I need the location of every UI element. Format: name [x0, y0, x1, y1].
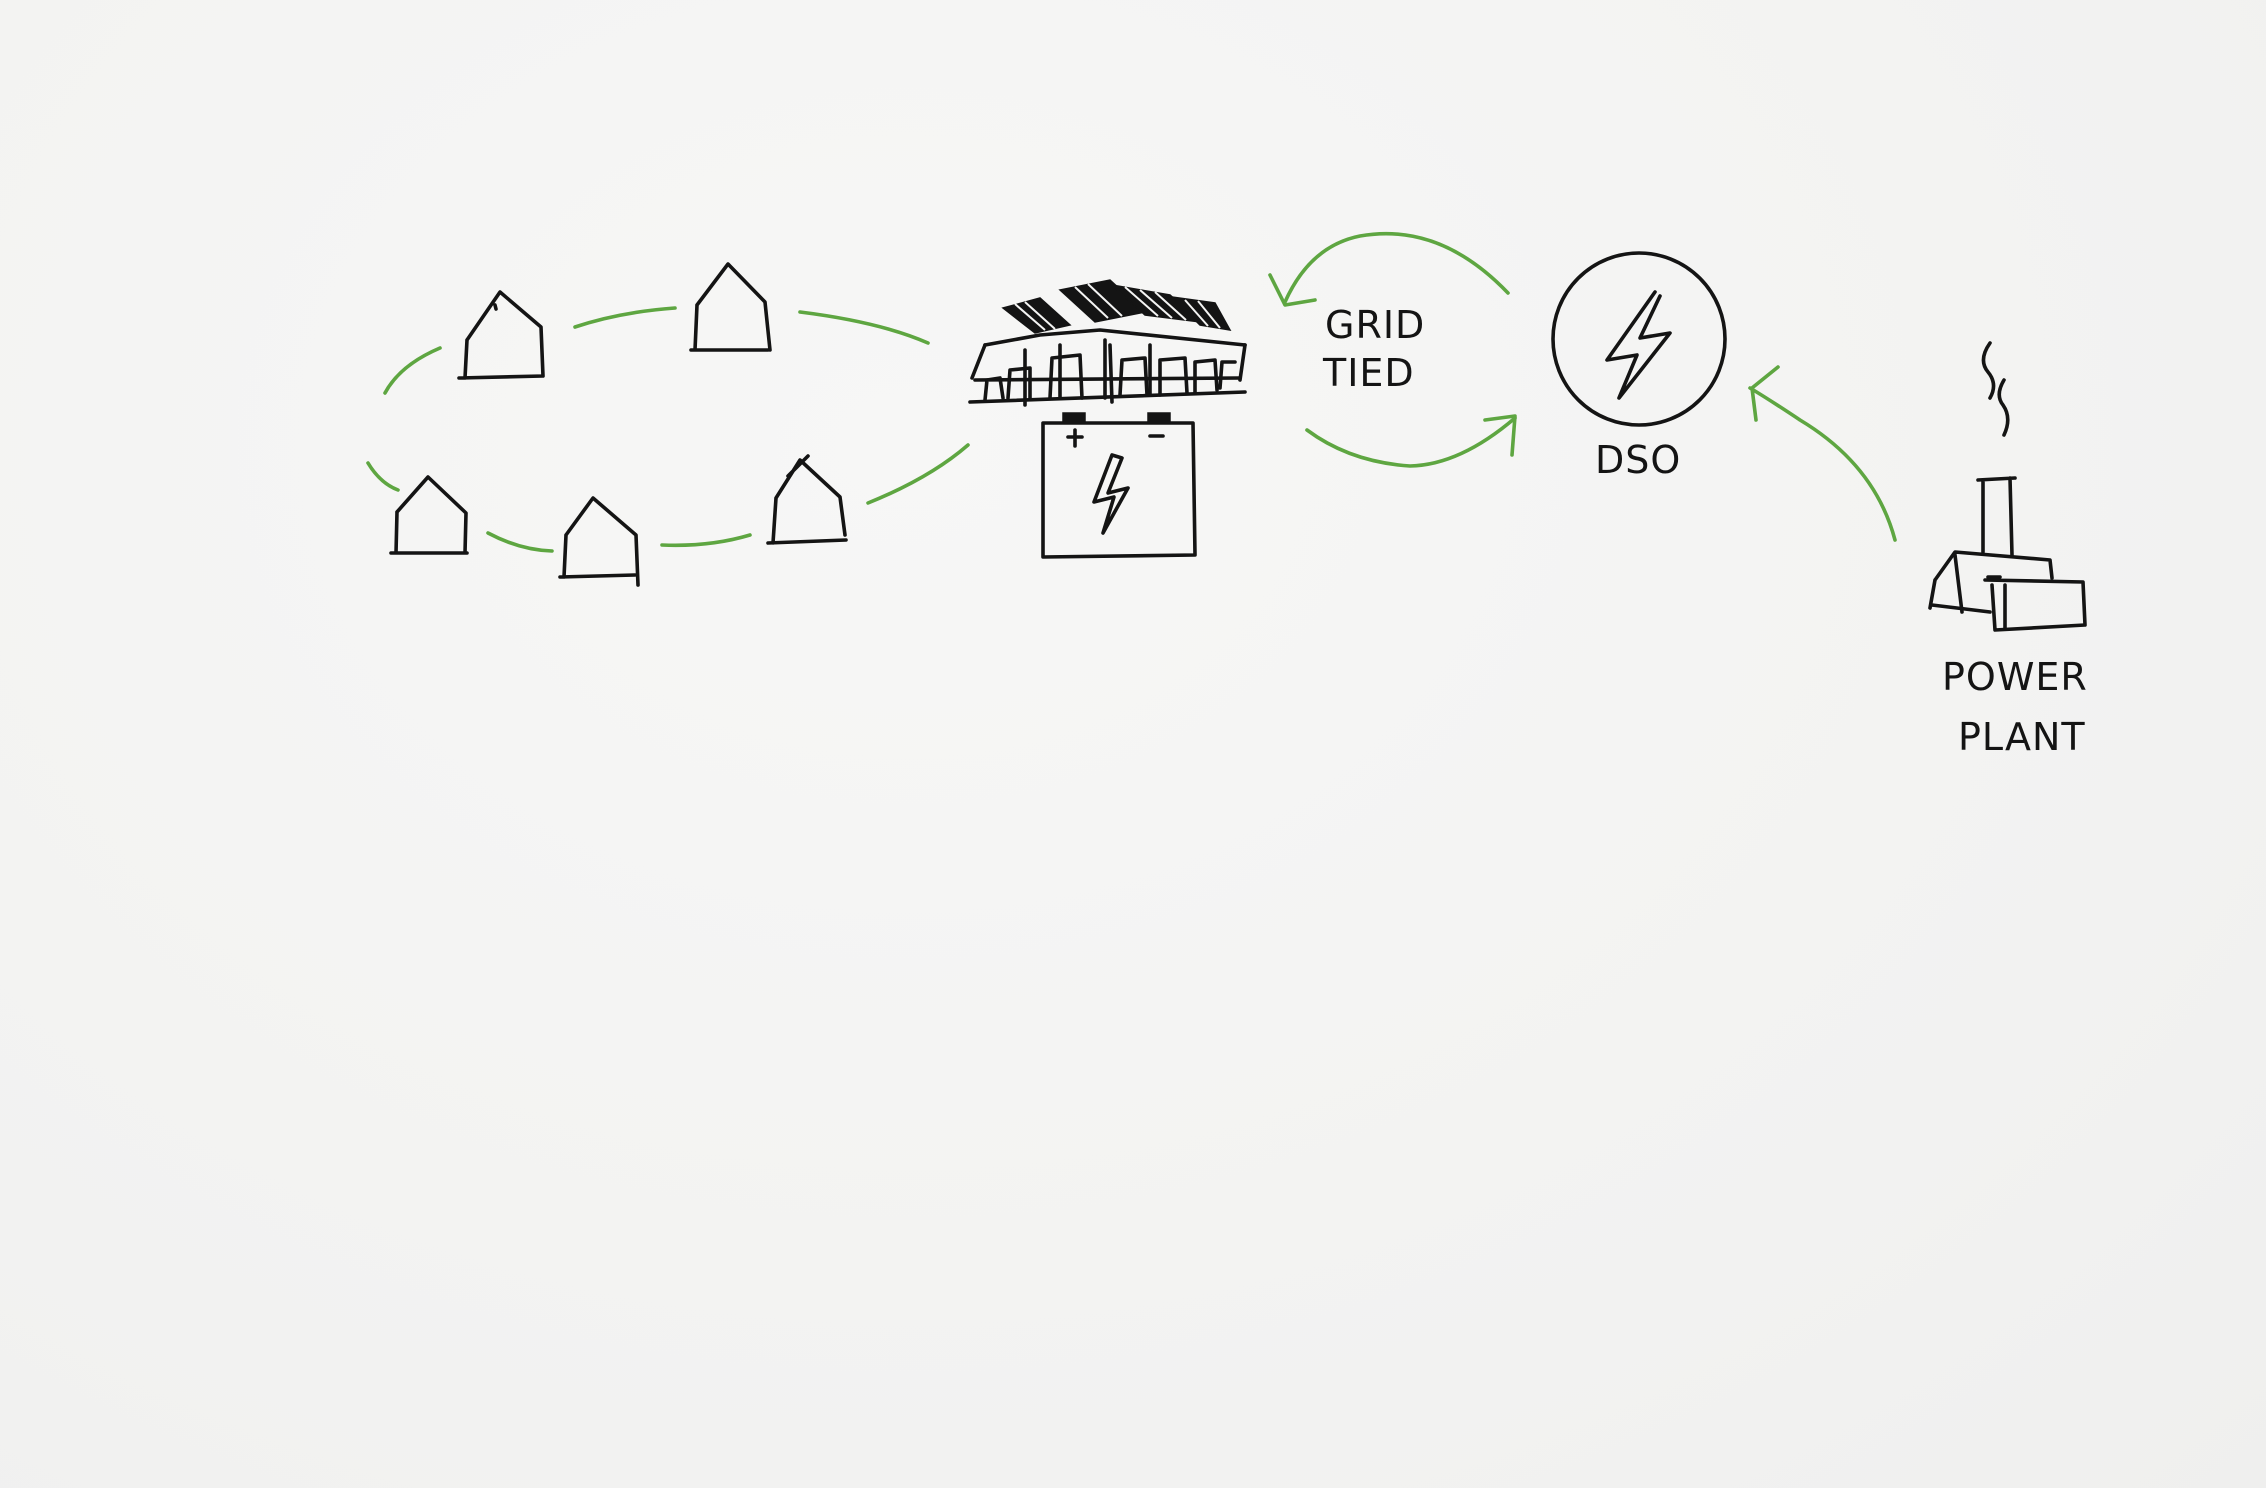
smoke-icon	[1981, 341, 2010, 437]
battery-terminal-negative	[1147, 412, 1171, 424]
community-loop	[366, 306, 970, 553]
power-plant-label-line2: PLANT	[1958, 715, 2086, 759]
dso-label: DSO	[1595, 438, 1681, 482]
solar-panels	[1001, 279, 1232, 334]
house-icon	[766, 454, 848, 545]
plus-sign	[1066, 428, 1084, 448]
loop-segment	[660, 533, 752, 548]
arrow-to-dso	[1305, 416, 1517, 468]
house-icon	[689, 262, 772, 352]
house-icon	[558, 496, 640, 587]
power-plant-label-line1: POWER	[1942, 655, 2088, 699]
loop-segment	[366, 461, 400, 492]
loop-segment	[486, 531, 554, 553]
loop-segment	[866, 443, 970, 505]
grid-tied-label-line2: TIED	[1322, 351, 1415, 395]
power-plant-arrow	[1748, 365, 1897, 542]
battery-icon	[1041, 412, 1197, 559]
loop-segment	[573, 306, 677, 329]
battery-terminal-positive	[1062, 412, 1086, 424]
solar-building-icon	[968, 279, 1247, 407]
lightning-bolt-icon	[1605, 290, 1672, 400]
arrow-head	[1483, 414, 1517, 457]
arrow-to-community	[1283, 231, 1510, 304]
power-plant-icon	[1928, 341, 2087, 632]
lightning-bolt-icon	[1092, 453, 1130, 535]
dso-icon	[1551, 251, 1727, 427]
grid-tied-label-line1: GRID	[1325, 303, 1425, 347]
house-icon	[389, 475, 469, 555]
loop-segment	[383, 346, 442, 395]
house-icon	[457, 290, 545, 380]
grid-tied-arrows	[1268, 231, 1517, 468]
loop-segment	[798, 310, 930, 345]
arrow-head	[1268, 273, 1317, 307]
